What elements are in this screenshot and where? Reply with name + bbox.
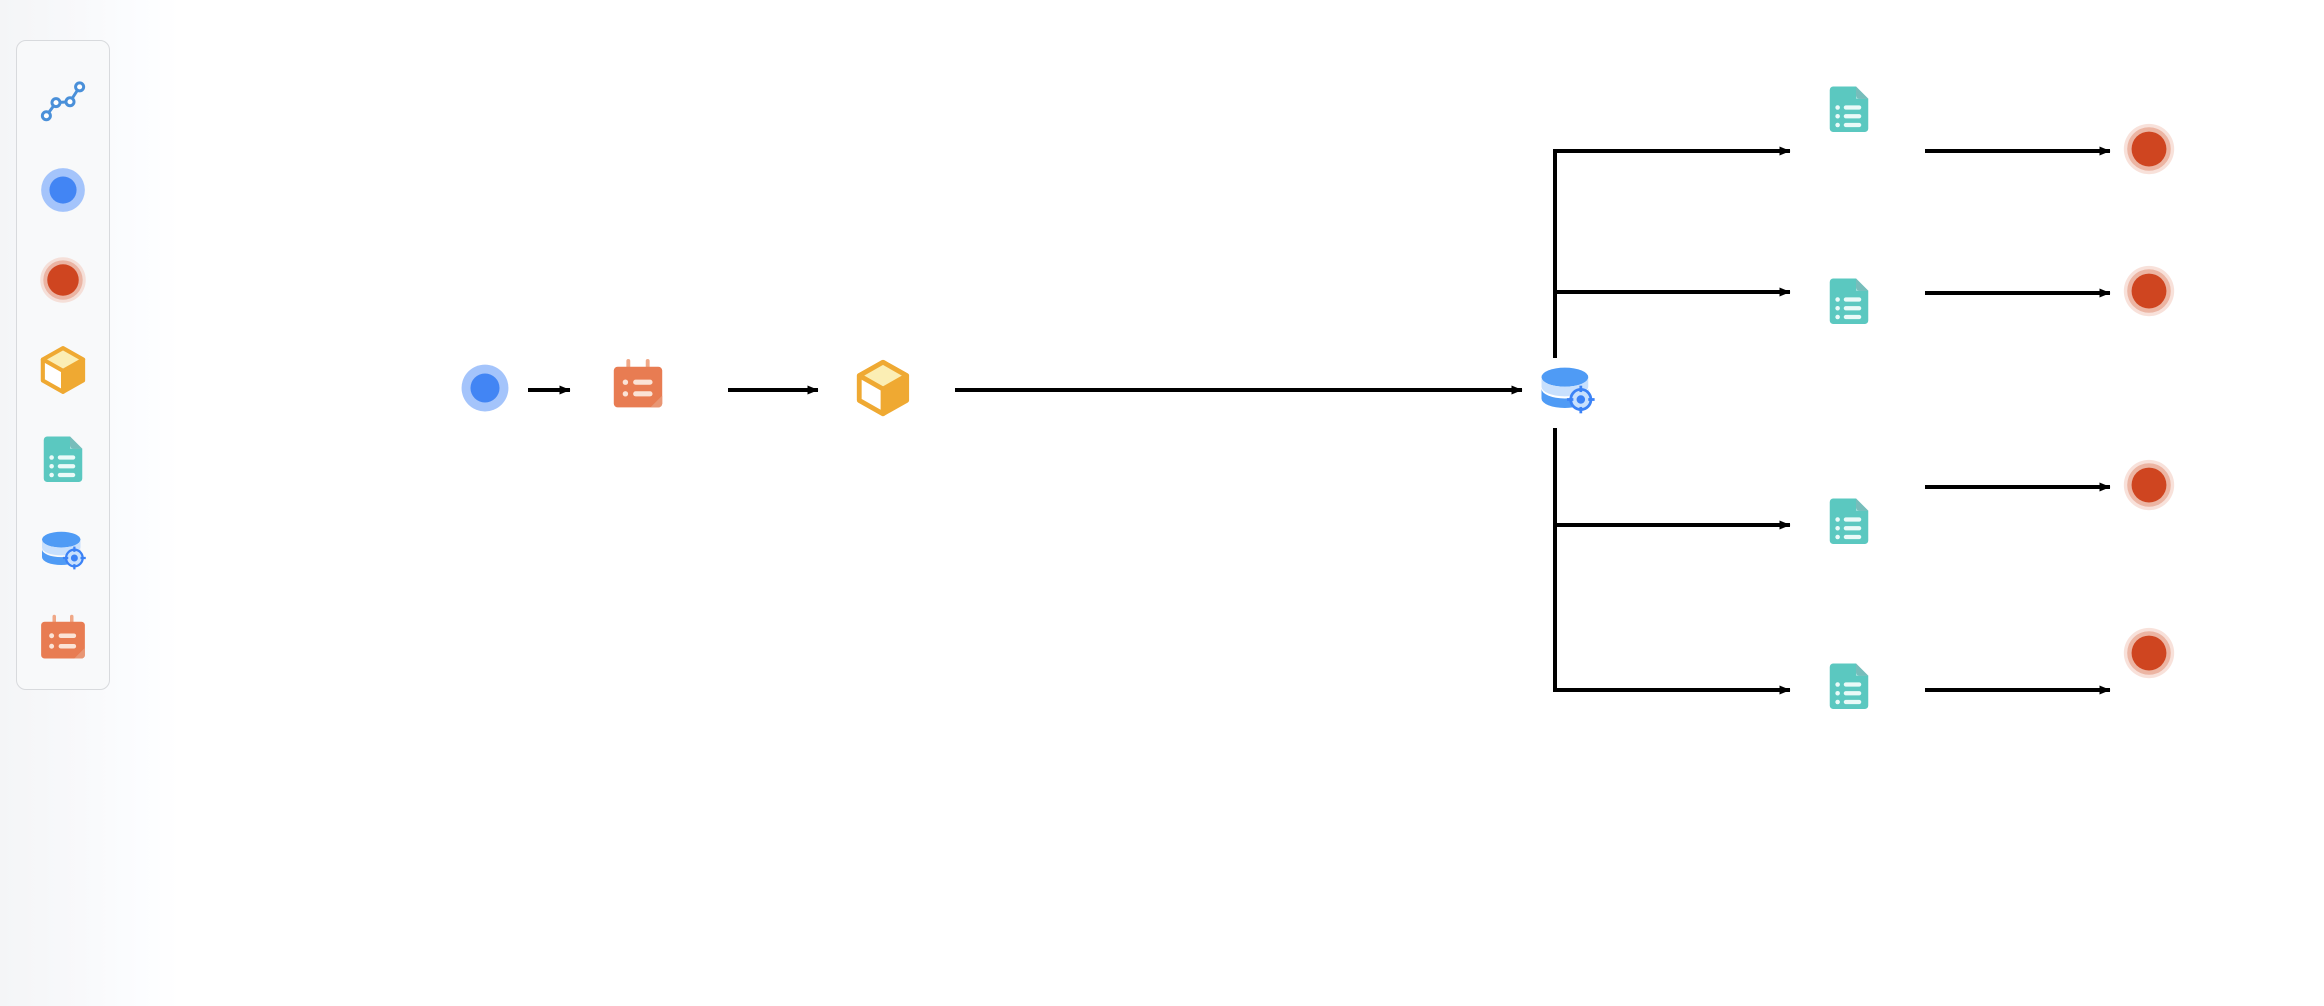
- graph-node-n4[interactable]: [1533, 359, 1601, 427]
- cube-icon: [35, 342, 91, 403]
- red-circle-icon: [2118, 118, 2180, 185]
- edge-n4-to-d1[interactable]: [1553, 146, 1791, 358]
- palette-item-package[interactable]: [16, 328, 110, 418]
- teal-document-icon: [35, 433, 91, 494]
- database-target-icon: [35, 523, 91, 584]
- edge-n4-to-d4[interactable]: [1553, 428, 1791, 695]
- graph-node-n2[interactable]: [607, 357, 669, 424]
- graph-node-d3[interactable]: [1821, 497, 1877, 553]
- blue-circle-icon: [35, 162, 91, 223]
- graph-node-d4[interactable]: [1821, 662, 1877, 718]
- graph-node-n1[interactable]: [455, 360, 515, 420]
- cube-icon: [850, 355, 916, 426]
- palette-item-database[interactable]: [16, 508, 110, 598]
- graph-node-r4[interactable]: [2118, 624, 2180, 686]
- palette-item-schedule[interactable]: [16, 599, 110, 689]
- node-palette[interactable]: [16, 40, 110, 690]
- graph-node-d2[interactable]: [1821, 277, 1877, 333]
- blue-circle-icon: [455, 358, 515, 423]
- red-circle-icon: [2118, 260, 2180, 327]
- graph-network-icon: [35, 72, 91, 133]
- red-circle-icon: [2118, 454, 2180, 521]
- palette-item-document[interactable]: [16, 418, 110, 508]
- edge-n4-to-d3[interactable]: [1553, 428, 1791, 530]
- orange-calendar-icon: [607, 357, 669, 424]
- teal-document-icon: [1821, 275, 1877, 336]
- graph-node-r2[interactable]: [2118, 262, 2180, 324]
- orange-calendar-icon: [35, 613, 91, 674]
- graph-node-d1[interactable]: [1821, 85, 1877, 141]
- palette-item-sink[interactable]: [16, 238, 110, 328]
- edge-n4-to-d2[interactable]: [1553, 287, 1791, 358]
- teal-document-icon: [1821, 83, 1877, 144]
- graph-node-n3[interactable]: [850, 357, 916, 423]
- graph-node-r1[interactable]: [2118, 120, 2180, 182]
- database-target-icon: [1533, 357, 1601, 430]
- teal-document-icon: [1821, 495, 1877, 556]
- red-circle-icon: [2118, 622, 2180, 689]
- palette-item-source[interactable]: [16, 147, 110, 237]
- teal-document-icon: [1821, 660, 1877, 721]
- graph-node-r3[interactable]: [2118, 456, 2180, 518]
- palette-item-graph[interactable]: [16, 57, 110, 147]
- red-circle-icon: [35, 252, 91, 313]
